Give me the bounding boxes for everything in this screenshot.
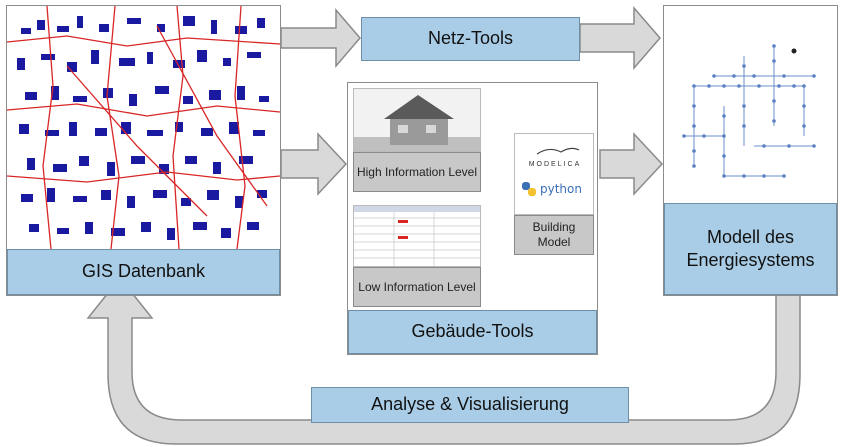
gebaeude-tools-label: Gebäude-Tools bbox=[348, 310, 597, 354]
python-logo: python bbox=[521, 178, 591, 200]
network-graph-image bbox=[682, 44, 816, 178]
logos-panel: MODELICA python bbox=[514, 133, 594, 215]
high-info-image bbox=[353, 88, 481, 152]
gis-map-image bbox=[6, 5, 281, 250]
gis-label: GIS Datenbank bbox=[7, 249, 280, 295]
netz-tools-label: Netz-Tools bbox=[361, 17, 580, 61]
arrow-netz-to-modell bbox=[579, 5, 661, 71]
analyse-label: Analyse & Visualisierung bbox=[311, 387, 629, 423]
modell-panel: Modell des Energiesystems bbox=[663, 5, 838, 296]
high-info-label: High Information Level bbox=[353, 152, 481, 192]
arrow-gis-to-netz bbox=[280, 7, 361, 69]
python-logo-text: python bbox=[540, 182, 582, 196]
gis-panel: GIS Datenbank bbox=[6, 5, 281, 296]
low-info-label: Low Information Level bbox=[353, 267, 481, 307]
modelica-logo-text: MODELICA bbox=[529, 161, 582, 168]
python-icon bbox=[522, 182, 536, 196]
gebaeude-tools-panel: High Information Level Low Information L… bbox=[347, 82, 598, 355]
building-model-label: Building Model bbox=[514, 215, 594, 255]
feedback-arrow bbox=[86, 276, 801, 445]
arrow-gis-to-gebaeude bbox=[280, 132, 348, 196]
modelica-logo: MODELICA bbox=[519, 144, 591, 170]
arrow-gebaeude-to-modell bbox=[599, 132, 664, 196]
modell-label: Modell des Energiesystems bbox=[664, 203, 837, 295]
low-info-image bbox=[353, 205, 481, 267]
